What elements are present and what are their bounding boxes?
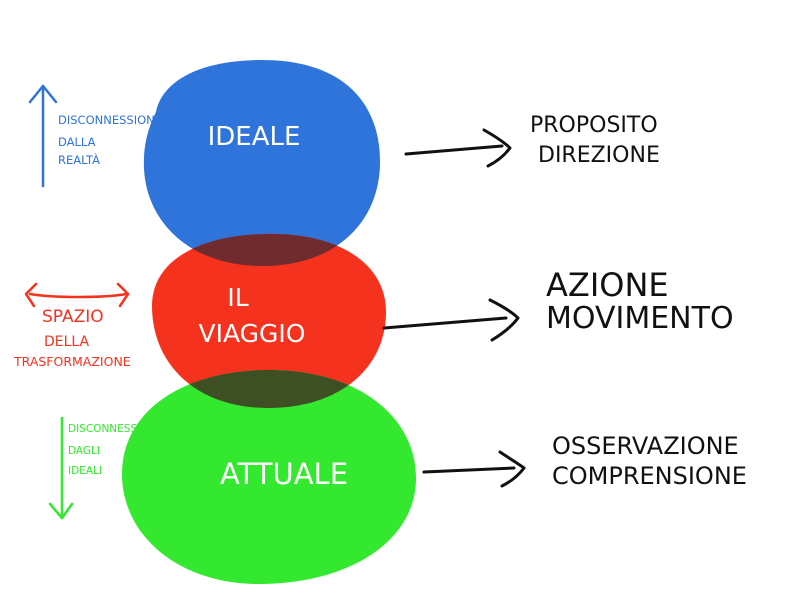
actual-blob — [122, 369, 416, 585]
bottom-note-line1: DISCONNESSIONE — [68, 423, 163, 435]
outcome-actual-line2: COMPRENSIONE — [552, 462, 747, 490]
middle-note-line3: TRASFORMAZIONE — [13, 354, 131, 369]
middle-note-line1: SPAZIO — [42, 307, 104, 327]
top-note-line1: DISCONNESSIONE — [58, 113, 162, 127]
outcome-journey-line1: AZIONE — [546, 266, 669, 304]
arrow-down-icon — [48, 416, 74, 520]
ideal-blob — [143, 60, 380, 266]
outcome-journey-line2: MOVIMENTO — [546, 301, 734, 336]
middle-note-line2: DELLA — [44, 334, 90, 350]
journey-blob — [152, 233, 386, 408]
outcome-ideal-line2: DIREZIONE — [538, 143, 660, 168]
top-note-line2: DALLA — [58, 135, 96, 149]
bottom-note-line3: IDEALI — [68, 465, 102, 477]
outcome-actual-line1: OSSERVAZIONE — [552, 432, 739, 460]
actual-label: ATTUALE — [220, 457, 348, 491]
arrow-right-icon — [382, 298, 520, 342]
ideal-label: IDEALE — [208, 122, 301, 152]
bottom-note-line2: DAGLI — [68, 445, 100, 457]
outcome-ideal-line1: PROPOSITO — [530, 113, 658, 138]
top-note-line3: REALTÀ — [58, 152, 100, 167]
arrow-right-icon — [422, 450, 526, 488]
arrow-right-icon — [404, 128, 512, 168]
double-arrow-bracket-icon — [24, 282, 130, 308]
journey-label-line2: VIAGGIO — [199, 319, 306, 348]
journey-label-line1: IL — [227, 283, 248, 312]
arrow-up-icon — [28, 84, 58, 188]
